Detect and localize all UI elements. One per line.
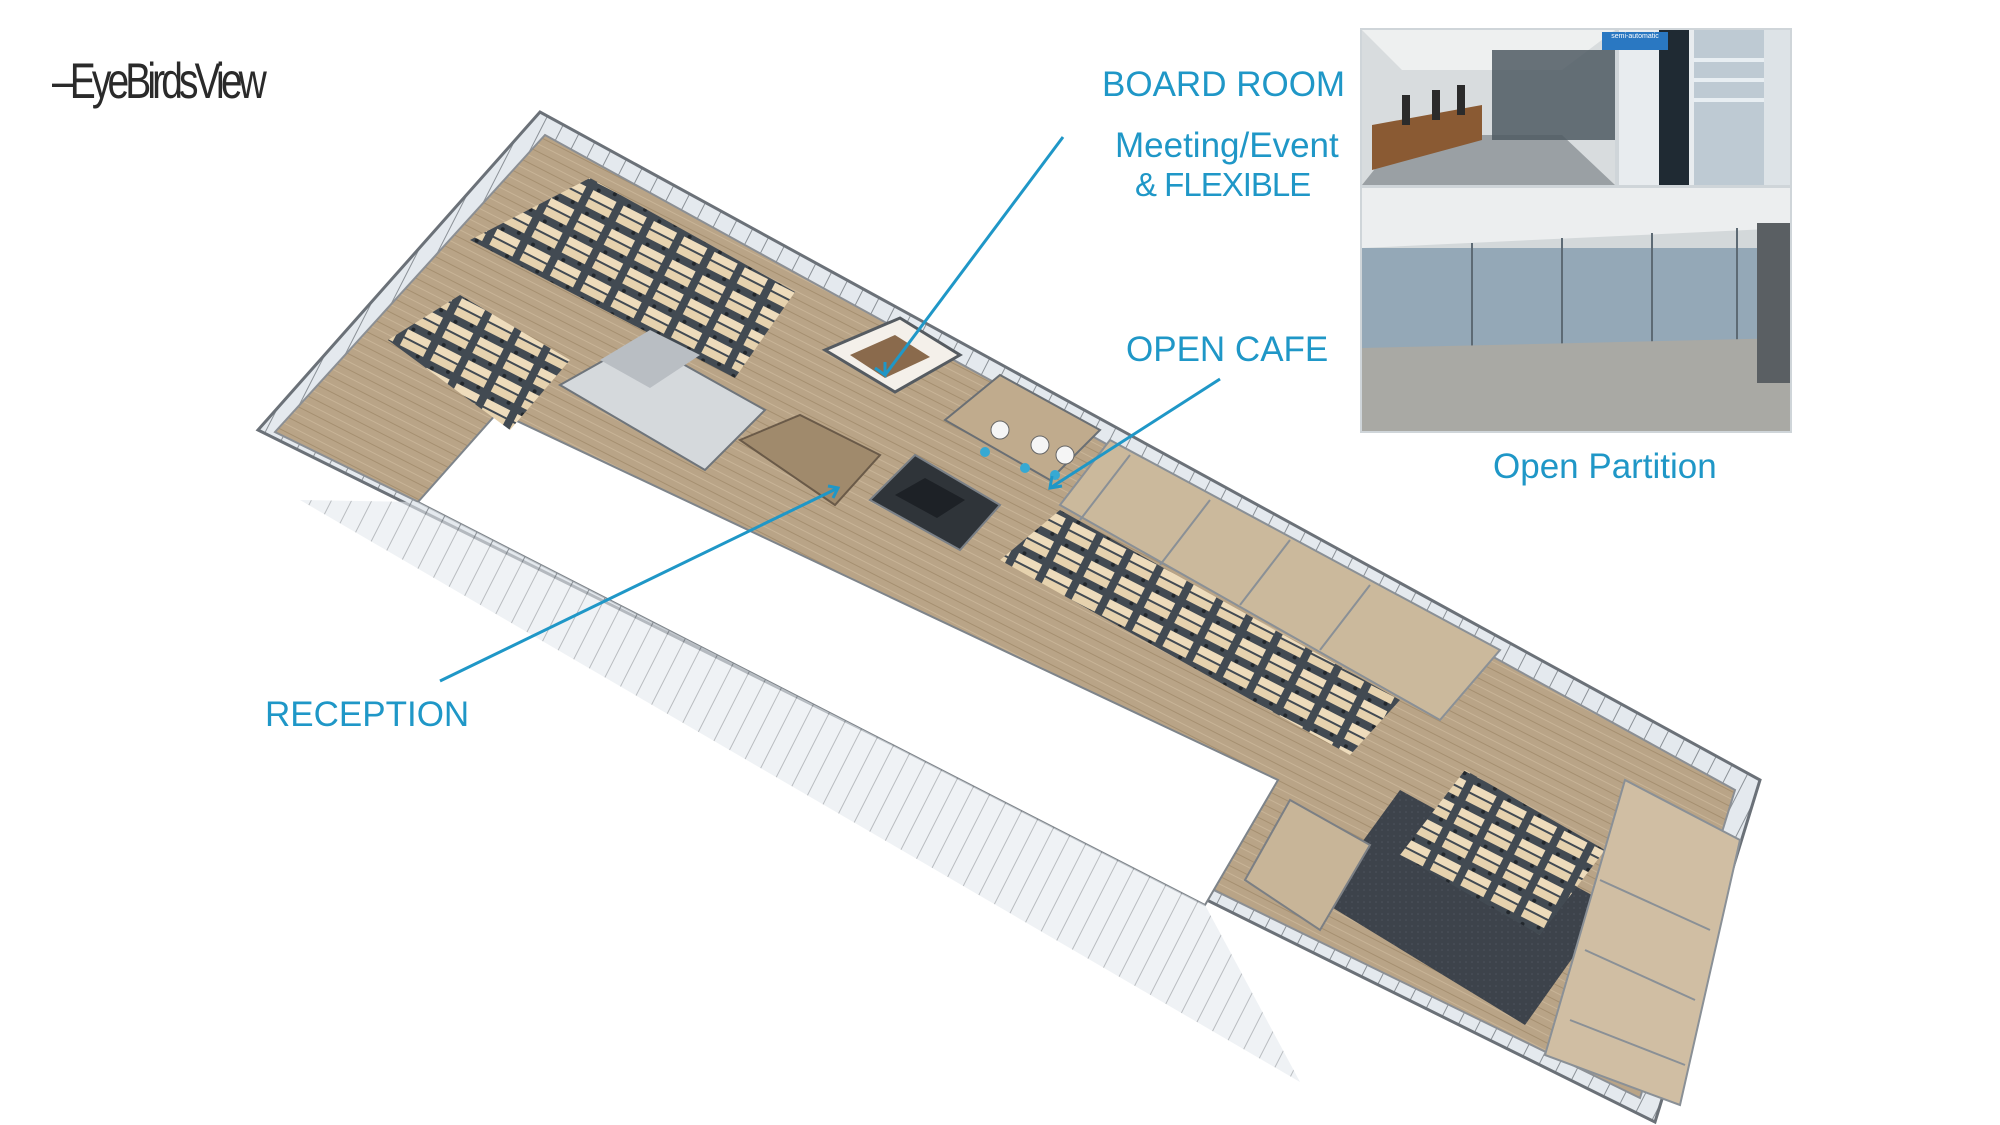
open-cafe-area (943, 373, 1102, 482)
workstations-southeast (1320, 770, 1610, 1025)
workstations-central (1000, 510, 1400, 755)
open-partition-photo (1362, 188, 1790, 431)
open-partition-label: Open Partition (1493, 447, 1717, 486)
service-core (557, 330, 767, 472)
open-cafe-label: OPEN CAFE (1126, 330, 1329, 369)
semi-automatic-tag: semi-automatic (1602, 32, 1668, 50)
lounge-area (1243, 798, 1372, 932)
callout-lines (439, 136, 1221, 683)
board-room-label: BOARD ROOM (1102, 65, 1346, 104)
meeting-room (868, 453, 1002, 552)
reception-area (737, 413, 882, 507)
board-room-block (821, 316, 963, 394)
partition-detail-photo (1619, 30, 1790, 185)
partition-photo-collage (1360, 28, 1792, 433)
southeast-offices (1543, 778, 1742, 1107)
page-title: –EyeBirdsView (52, 53, 267, 109)
board-room-photo (1362, 30, 1615, 185)
workstations-north (388, 178, 795, 430)
meeting-event-label: Meeting/Event (1115, 126, 1339, 165)
flexible-label: & FLEXIBLE (1135, 166, 1311, 203)
reception-label: RECEPTION (265, 695, 470, 734)
